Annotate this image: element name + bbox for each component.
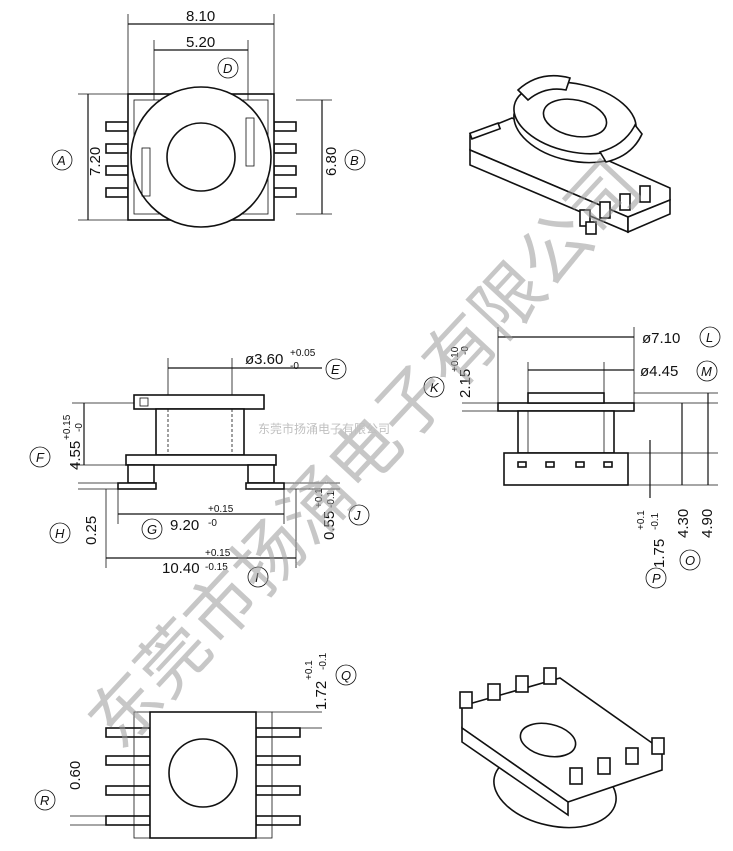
dim-f: 4.55: [67, 441, 84, 470]
tol-p-bot: -0.1: [650, 512, 661, 530]
iso-view-top: [468, 74, 671, 235]
dim-height-b: 6.80: [323, 147, 340, 176]
tol-i-bot: -0.15: [205, 562, 228, 573]
callout-k: K: [430, 380, 440, 395]
callout-b: B: [350, 153, 359, 168]
dim-i: 10.40: [162, 560, 200, 577]
tol-k-bot: -0: [460, 346, 471, 355]
tol-e-bot: -0: [290, 361, 299, 372]
dim-j: 0.55: [321, 511, 338, 540]
iso-view-bottom: [459, 667, 665, 829]
tol-i-top: +0.15: [205, 548, 231, 559]
dim-m: ø4.45: [640, 363, 678, 380]
dim-top-width: 8.10: [186, 8, 215, 25]
callout-m: M: [701, 364, 712, 379]
dim-height-a: 7.20: [87, 147, 104, 176]
callout-j: J: [353, 508, 361, 523]
tol-j-bot: -0.1: [326, 490, 337, 508]
callout-a: A: [56, 153, 66, 168]
callout-p: P: [652, 571, 661, 586]
top-view: 8.10 5.20 D 7.20 A 6.80 B: [51, 8, 366, 228]
callout-g: G: [147, 522, 157, 537]
callout-l: L: [706, 330, 713, 345]
bottom-view: 1.72 +0.1 -0.1 Q 0.60 R: [34, 652, 357, 839]
tol-j-top: +0.1: [314, 488, 325, 508]
callout-q: Q: [341, 668, 351, 683]
callout-i: I: [255, 570, 259, 585]
dim-top-inner: 5.20: [186, 34, 215, 51]
callout-h: H: [55, 526, 65, 541]
dim-p: 1.75: [651, 539, 668, 568]
dim-q: 1.72: [313, 681, 330, 710]
tol-k-top: +0.10: [450, 346, 461, 372]
dim-l: ø7.10: [642, 330, 680, 347]
front-view: ø7.10 L ø4.45 M 2.15 +0.10 -0 K 1.75 +0.…: [423, 326, 721, 589]
tol-q-bot: -0.1: [318, 652, 329, 670]
dim-r: 0.60: [67, 761, 84, 790]
callout-f: F: [36, 450, 45, 465]
top-hole-circle: [166, 122, 236, 192]
side-view: ø3.60 +0.05 -0 E 4.55 +0.15 -0 F 0.25 H …: [29, 348, 370, 588]
tol-e-top: +0.05: [290, 348, 316, 359]
watermark-small: 东莞市扬涌电子有限公司: [258, 421, 390, 436]
tol-f-top: +0.15: [62, 414, 73, 440]
tol-g-top: +0.15: [208, 504, 234, 515]
dim-o2: 4.90: [699, 509, 716, 538]
tol-g-bot: -0: [208, 518, 217, 529]
dim-o1: 4.30: [675, 509, 692, 538]
tol-q-top: +0.1: [304, 660, 315, 680]
dim-g: 9.20: [170, 517, 199, 534]
dim-hole-e: ø3.60: [245, 351, 283, 368]
dim-h: 0.25: [83, 516, 100, 545]
callout-d: D: [223, 61, 232, 76]
tol-p-top: +0.1: [636, 510, 647, 530]
callout-e: E: [331, 362, 340, 377]
callout-r: R: [40, 793, 49, 808]
tol-f-bot: -0: [74, 423, 85, 432]
callout-o: O: [685, 553, 695, 568]
dim-k: 2.15: [457, 369, 474, 398]
bottom-hole-circle: [168, 738, 238, 808]
